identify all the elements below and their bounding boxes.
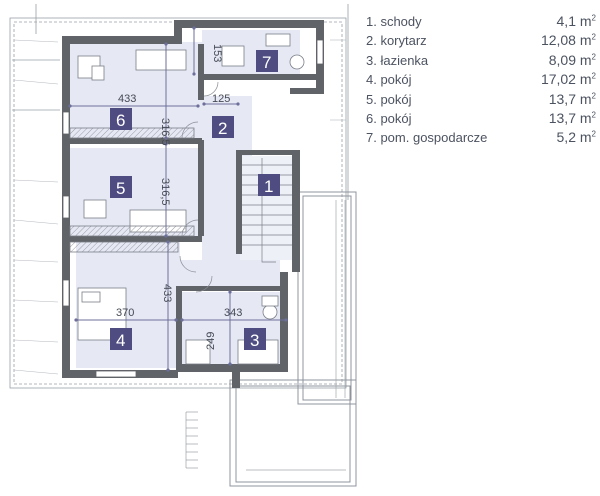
legend-area-value: 5,2 (556, 129, 576, 146)
washbasin-room-7 (265, 33, 291, 47)
dim-corridor-width: 125 (212, 93, 230, 105)
legend-area-unit: m (579, 129, 592, 146)
legend-area-value: 4,1 (556, 13, 576, 29)
legend-row: 3. łazienka 8,09 m2 (366, 51, 596, 70)
appliance-room-7 (289, 54, 305, 70)
room-7-number: 7 (262, 53, 271, 72)
room-5-number: 5 (116, 179, 125, 198)
legend-area-unit: m (579, 109, 592, 126)
legend-area-unit: m (579, 71, 592, 88)
legend-area-exponent: 2 (591, 13, 596, 23)
room-4-number: 4 (116, 331, 125, 350)
wardrobe-room-6 (135, 49, 187, 71)
legend-room-area: 17,02 m2 (541, 70, 596, 89)
dim-room6-width: 433 (118, 93, 136, 105)
room-3-badge (244, 328, 266, 350)
legend-area-exponent: 2 (591, 90, 596, 100)
legend-area-value: 12,08 (540, 32, 576, 49)
legend-area-value: 13,7 (548, 109, 576, 126)
room-4-badge (110, 328, 132, 350)
legend-row: 4. pokój 17,02 m2 (366, 70, 596, 89)
room-5-badge (110, 176, 132, 198)
eave-rafters (13, 39, 346, 375)
dim-room5-depth: 316,5 (159, 178, 171, 206)
room-badges: 6 5 4 2 1 3 7 (110, 50, 280, 350)
toilet-room-3 (262, 304, 278, 320)
legend-area-value: 17,02 (540, 71, 576, 88)
shower-room-3 (185, 339, 211, 365)
legend-row: 5. pokój 13,7 m2 (366, 90, 596, 109)
roof-outline (9, 4, 349, 389)
legend-area-exponent: 2 (591, 52, 596, 62)
room-6-badge (110, 108, 132, 130)
dimension-labels: 433 316,5 316,5 125 153 370 433 343 249 (116, 44, 242, 350)
dimension-lines (68, 26, 288, 372)
legend-area-unit: m (579, 13, 592, 29)
legend-area-exponent: 2 (591, 129, 596, 139)
dim-room3-width: 343 (224, 307, 242, 319)
legend-room-area: 4,1 m2 (557, 12, 596, 31)
room-1-number: 1 (264, 177, 273, 196)
legend-room-area: 12,08 m2 (541, 31, 596, 50)
legend-row: 6. pokój 13,7 m2 (366, 109, 596, 128)
room-2-badge (212, 116, 234, 138)
legend-room-label: 5. pokój (366, 91, 412, 107)
dim-room7-depth: 153 (211, 44, 223, 62)
dim-room4-depth: 433 (161, 284, 173, 302)
legend-area-value: 8,09 (548, 51, 576, 68)
pillow-room-4 (81, 291, 101, 303)
legend-area-unit: m (579, 51, 592, 68)
legend-row: 1. schody 4,1 m2 (366, 12, 596, 31)
room-6-number: 6 (116, 111, 125, 130)
legend-area-exponent: 2 (591, 32, 596, 42)
stair-floor (240, 156, 294, 260)
legend-room-area: 13,7 m2 (549, 109, 596, 128)
legend-room-label: 4. pokój (366, 72, 412, 88)
room-1-badge (258, 174, 280, 196)
storage-hatched-room-4 (69, 241, 179, 253)
door-swings (179, 81, 219, 293)
legend-area-unit: m (579, 90, 592, 107)
legend-row: 7. pom. gospodarcze 5,2 m2 (366, 128, 596, 147)
legend-room-label: 1. schody (366, 14, 422, 29)
washbasin-room-3 (261, 295, 279, 307)
room-7-badge (256, 50, 278, 72)
legend-room-label: 3. łazienka (366, 52, 429, 68)
legend-room-area: 5,2 m2 (557, 128, 596, 147)
small-stairs (185, 411, 198, 469)
legend-area-value: 13,7 (548, 90, 576, 107)
legend-room-area: 13,7 m2 (549, 90, 596, 109)
appliance-room-7-box (221, 45, 245, 67)
legend-room-area: 8,09 m2 (549, 51, 596, 70)
dim-room6-depth: 316,5 (159, 118, 171, 146)
legend-area-exponent: 2 (591, 71, 596, 81)
room-3-number: 3 (250, 331, 259, 350)
corridor-floor-lower (180, 260, 280, 290)
legend-area-exponent: 2 (591, 110, 596, 120)
legend-room-label: 2. korytarz (366, 33, 427, 49)
legend-room-label: 6. pokój (366, 110, 412, 126)
wall-windows (62, 39, 324, 378)
room-2-number: 2 (218, 119, 227, 138)
terrace (229, 191, 357, 487)
dim-room3-depth: 249 (205, 332, 217, 350)
storage-hatched-room-5 (69, 225, 195, 237)
desk-room-5 (83, 199, 107, 219)
legend-row: 2. korytarz 12,08 m2 (366, 31, 596, 50)
chair-room-6 (91, 65, 105, 81)
dim-room4-width: 370 (116, 307, 134, 319)
terrace-railing (246, 200, 346, 471)
legend-room-label: 7. pom. gospodarcze (366, 130, 488, 146)
legend-area-unit: m (579, 32, 592, 49)
